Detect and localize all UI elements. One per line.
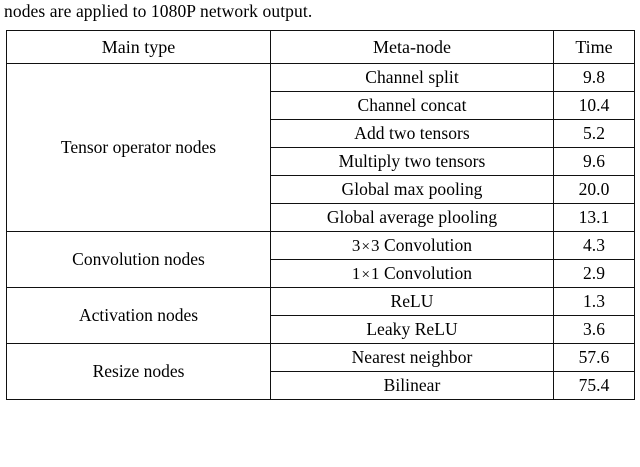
main-type-cell-resize-nodes: Resize nodes <box>6 343 271 400</box>
table-row: Resize nodes Nearest neighbor 57.6 <box>6 343 635 400</box>
table-container: Main type Meta-node Time Tensor operator… <box>6 30 635 400</box>
meta-node-cell: 1×1 Convolution <box>270 259 554 288</box>
multiply-icon: × <box>361 238 370 255</box>
meta-node-cell: ReLU <box>270 287 554 316</box>
main-type-cell-tensor-operator-nodes: Tensor operator nodes <box>6 63 271 232</box>
meta-node-cell: Global average plooling <box>270 203 554 232</box>
time-cell: 4.3 <box>553 231 635 260</box>
table-row: 1×1 Convolution 2.9 <box>7 259 635 288</box>
table-header-row: Main type Meta-node Time <box>6 30 635 64</box>
main-type-cell-convolution-nodes: Convolution nodes <box>6 231 271 288</box>
time-cell: 20.0 <box>553 175 635 204</box>
kernel-dim-a: 1 <box>351 263 361 283</box>
table-row: Leaky ReLU 3.6 <box>7 315 635 344</box>
table-caption: nodes are applied to 1080P network outpu… <box>4 1 313 21</box>
table-row: Multiply two tensors 9.6 <box>7 147 635 176</box>
time-cell: 57.6 <box>553 343 635 372</box>
main-type-cell-activation-nodes: Activation nodes <box>6 287 271 344</box>
meta-node-cell: Nearest neighbor <box>270 343 554 372</box>
column-header-time: Time <box>553 30 635 64</box>
time-cell: 5.2 <box>553 119 635 148</box>
time-cell: 3.6 <box>553 315 635 344</box>
table-row: Tensor operator nodes Channel split 9.8 <box>6 63 635 232</box>
meta-node-cell: Leaky ReLU <box>270 315 554 344</box>
meta-node-timing-table: Main type Meta-node Time Tensor operator… <box>6 30 635 400</box>
table-row: Channel concat 10.4 <box>7 91 635 120</box>
table-row: Convolution nodes 3×3 Convolution 4.3 <box>6 231 635 288</box>
meta-node-label: Convolution <box>384 262 473 283</box>
time-cell: 10.4 <box>553 91 635 120</box>
multiply-icon: × <box>361 266 370 283</box>
meta-node-cell: 3×3 Convolution <box>270 231 554 260</box>
table-row: Activation nodes ReLU 1.3 <box>6 287 635 344</box>
meta-node-cell: Global max pooling <box>270 175 554 204</box>
meta-node-cell: Channel concat <box>270 91 554 120</box>
kernel-dim-b: 1 <box>371 263 380 283</box>
meta-node-label: Convolution <box>384 234 473 255</box>
column-header-main-type: Main type <box>6 30 271 64</box>
meta-node-cell: Bilinear <box>270 371 554 400</box>
time-cell: 75.4 <box>553 371 635 400</box>
table-row: Global average plooling 13.1 <box>7 203 635 232</box>
meta-node-cell: Channel split <box>270 63 554 92</box>
table-row: Global max pooling 20.0 <box>7 175 635 204</box>
time-cell: 13.1 <box>553 203 635 232</box>
meta-node-cell: Multiply two tensors <box>270 147 554 176</box>
time-cell: 9.6 <box>553 147 635 176</box>
time-cell: 9.8 <box>553 63 635 92</box>
kernel-dim-a: 3 <box>351 235 361 255</box>
table-row: Bilinear 75.4 <box>7 371 635 400</box>
time-cell: 2.9 <box>553 259 635 288</box>
column-header-meta-node: Meta-node <box>270 30 554 64</box>
time-cell: 1.3 <box>553 287 635 316</box>
meta-node-cell: Add two tensors <box>270 119 554 148</box>
kernel-dim-b: 3 <box>371 235 380 255</box>
